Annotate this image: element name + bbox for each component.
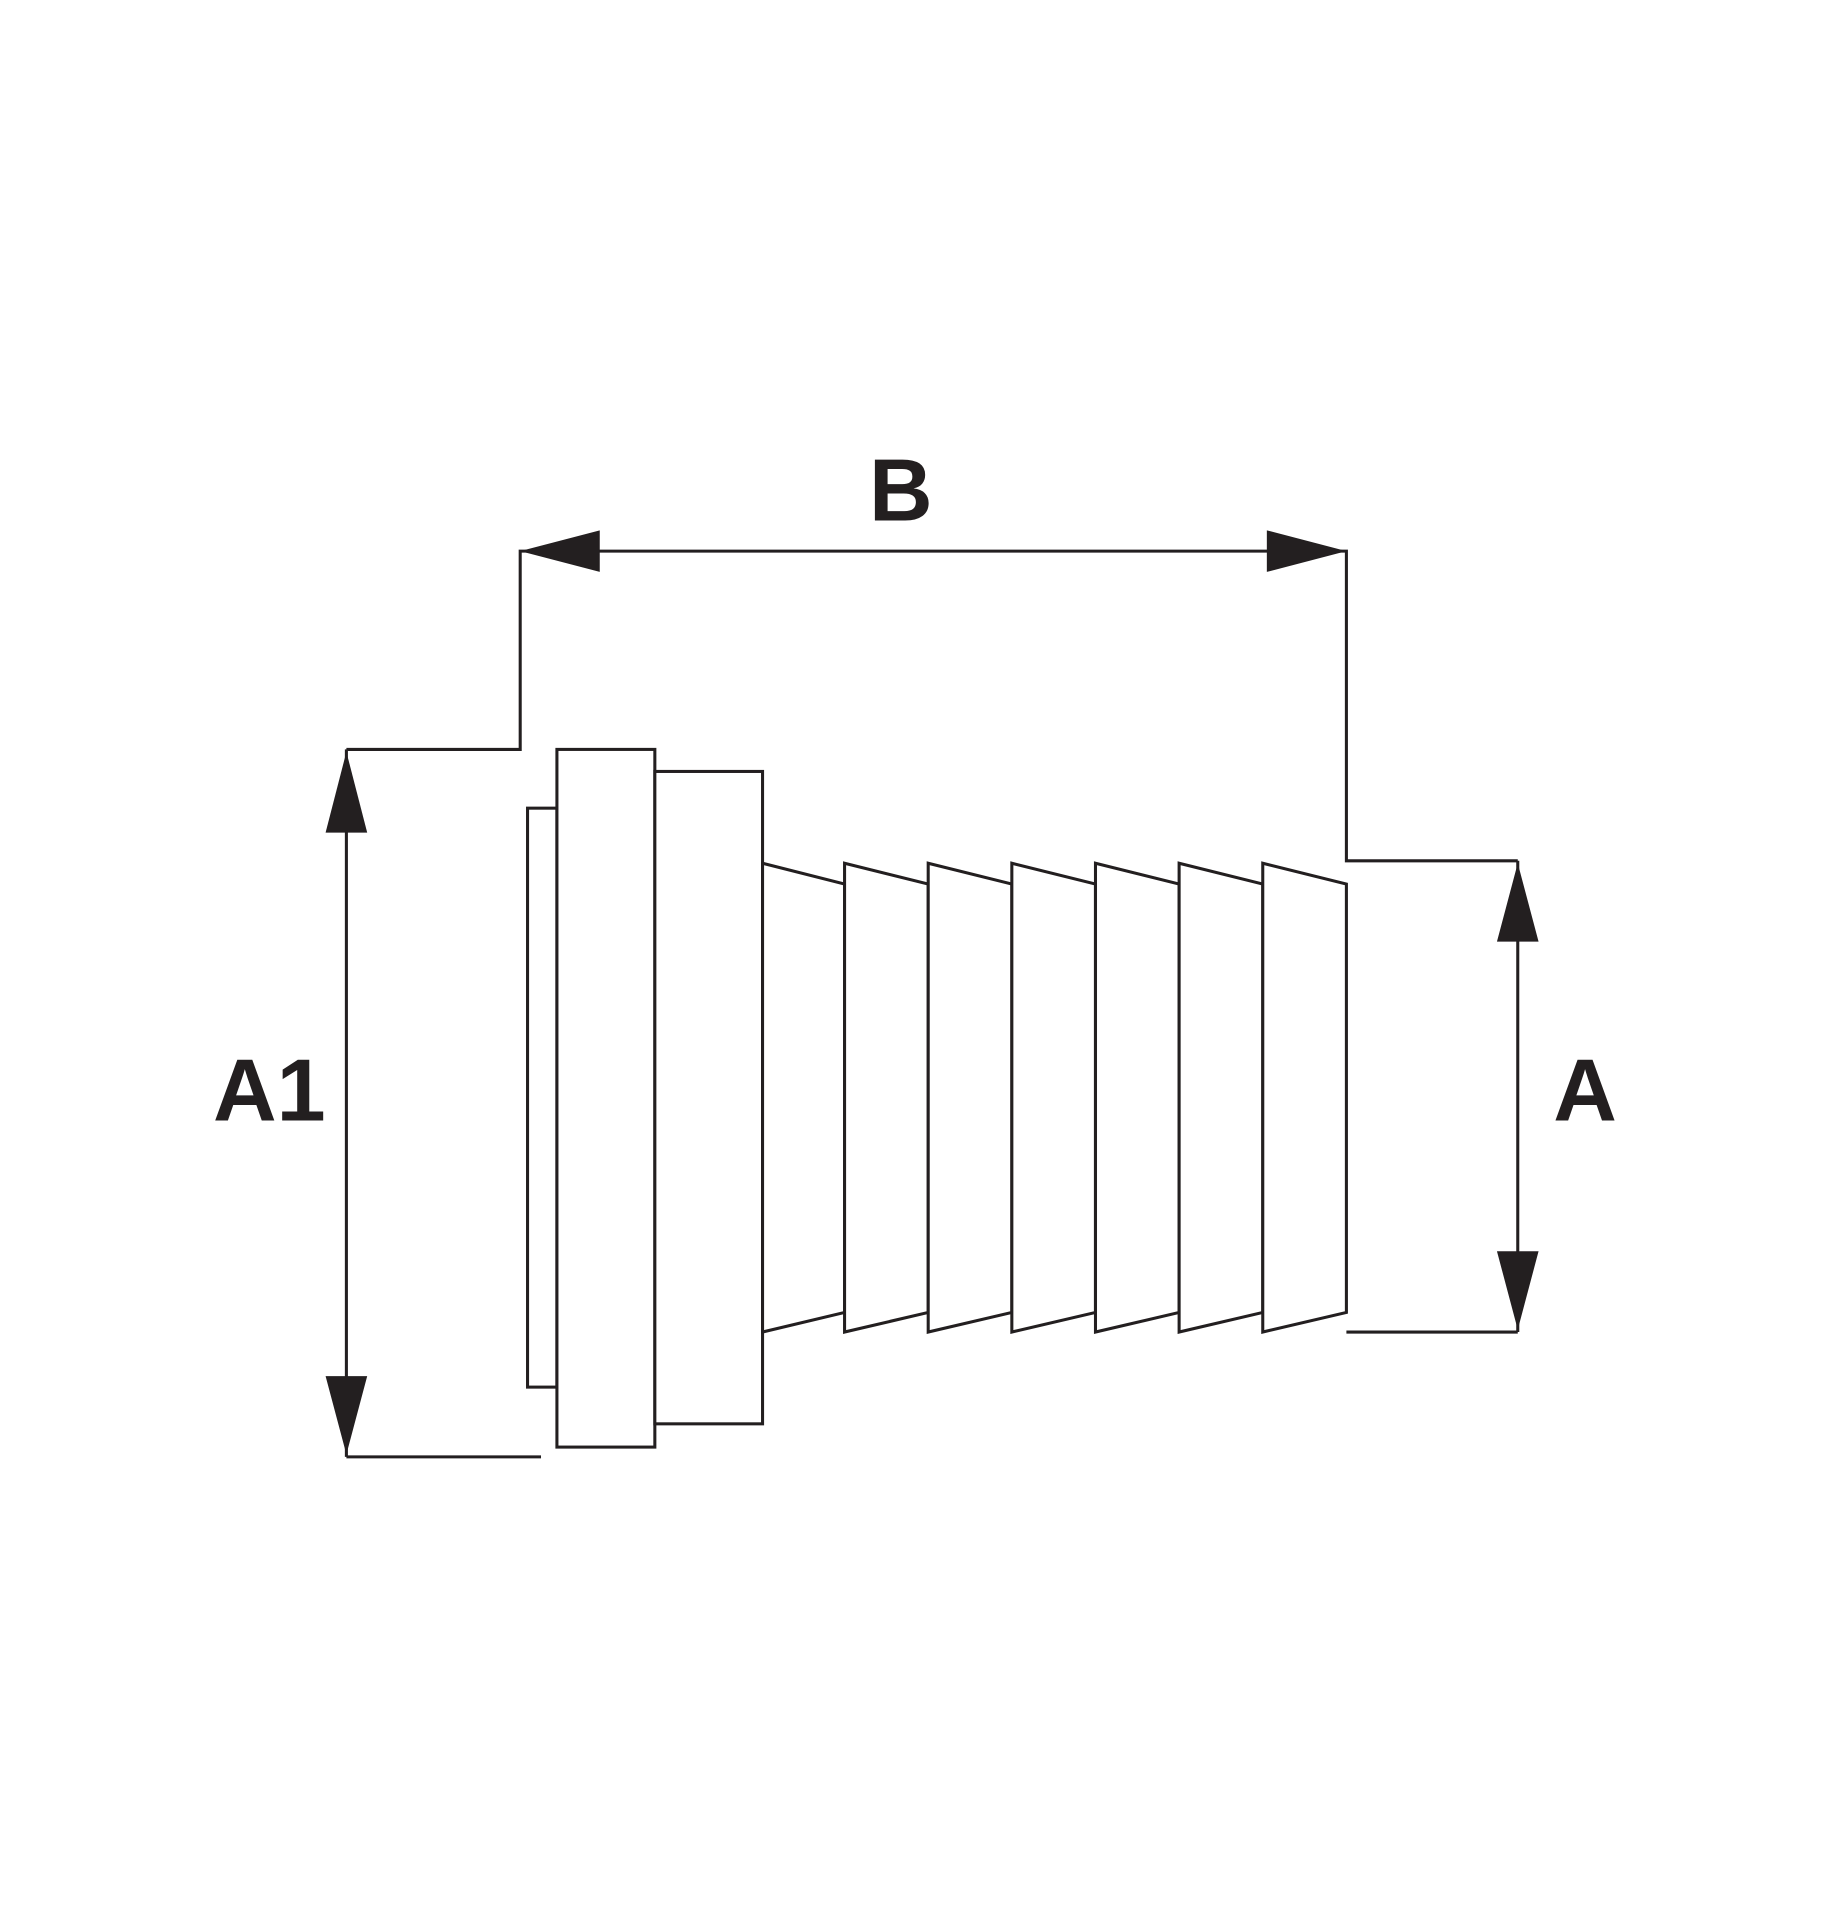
arrowhead-a1-bottom [325, 1376, 368, 1455]
dimension-b: B [346, 441, 1518, 863]
barb-ring [1093, 861, 1181, 1334]
arrowhead-b-right [1266, 530, 1347, 572]
dimension-a1: A1 [213, 749, 542, 1459]
label-a: A [1553, 1040, 1617, 1139]
hub [653, 769, 765, 1426]
cone-transition [761, 861, 847, 1334]
barb-ring [1261, 861, 1348, 1334]
flange [555, 747, 657, 1449]
barb-ring [926, 861, 1014, 1334]
label-b: B [869, 441, 933, 540]
gasket-lip [526, 806, 559, 1389]
label-a1: A1 [213, 1040, 326, 1139]
dimension-a: A [1346, 860, 1617, 1334]
barb-ring [1177, 861, 1265, 1334]
barb-ring [843, 861, 930, 1334]
arrowhead-a1-top [325, 751, 368, 833]
adapter-body [526, 747, 1348, 1449]
barbs [843, 861, 1348, 1334]
arrowhead-a-bottom [1496, 1251, 1539, 1330]
arrowhead-b-left [520, 530, 600, 572]
extension-line-left [346, 549, 1518, 863]
barb-ring [1010, 861, 1098, 1334]
arrowhead-a-top [1496, 863, 1539, 942]
